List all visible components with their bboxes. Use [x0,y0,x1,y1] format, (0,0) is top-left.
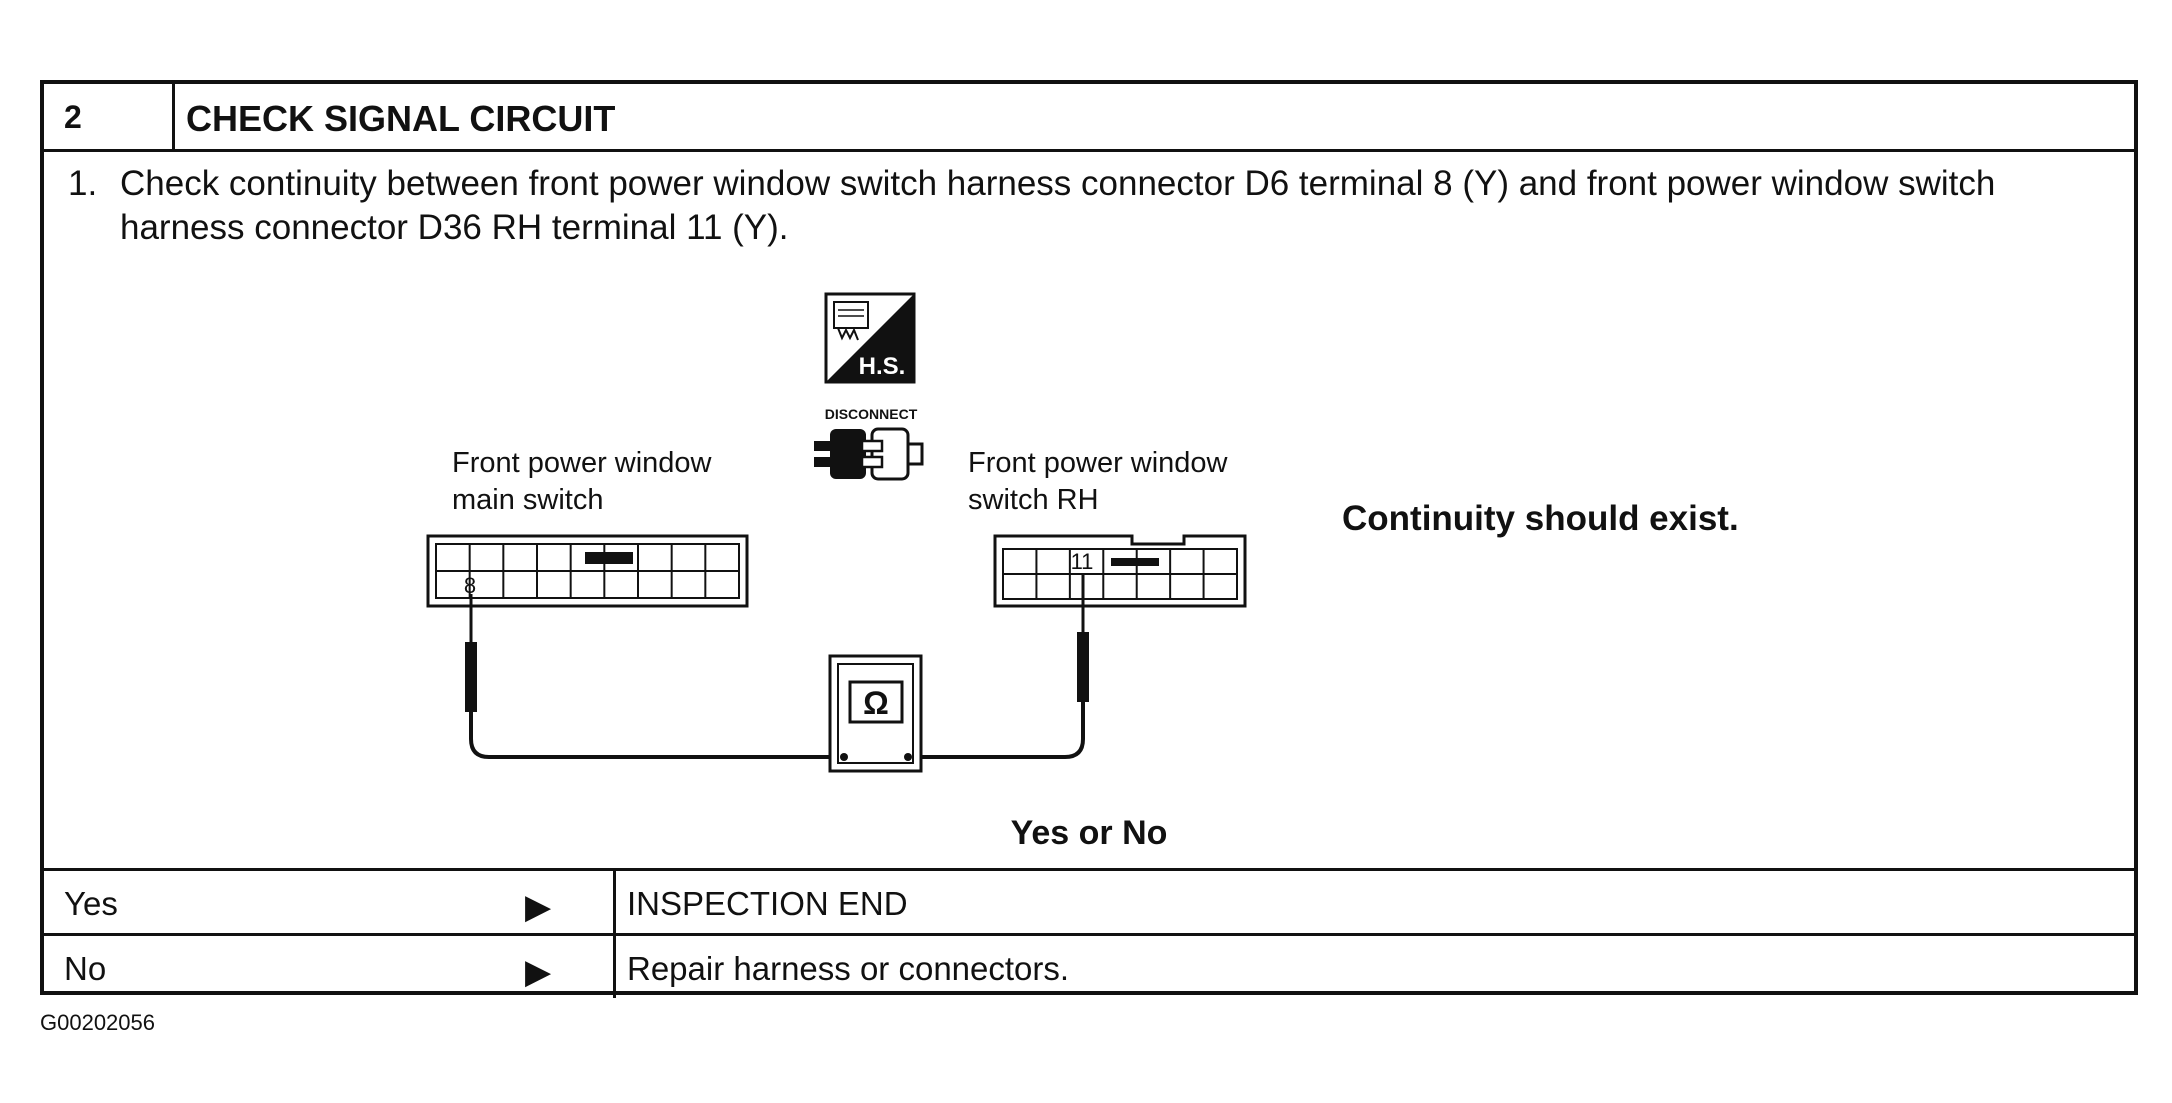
left-connector-label-1: Front power window [452,447,713,479]
arrow-right-icon: ▶ [525,888,552,926]
instruction-number: 1. [68,164,98,203]
outcome-result: Repair harness or connectors. [613,936,2142,998]
left-pin-label: 8 [464,573,476,598]
left-connector: 8 [426,534,749,608]
result-text: Continuity should exist. [1342,499,1739,538]
arrow-right-icon: ▶ [525,953,552,991]
right-connector: 11 [993,534,1247,608]
right-pin-label: 11 [1071,549,1094,574]
outcome-row-no: No ▶ Repair harness or connectors. [44,933,2134,998]
hs-icon: H.S. [824,292,916,384]
right-connector-label-1: Front power window [968,447,1229,479]
disconnect-label: DISCONNECT [825,406,918,422]
inspection-table: 2 CHECK SIGNAL CIRCUIT 1. Check continui… [40,80,2138,998]
circuit-diagram: H.S. DISCONNECT Front power window main … [426,292,1247,773]
question-label: Yes or No [1010,814,1168,852]
instruction-text: Check continuity between front power win… [120,164,1996,247]
outcome-label: Yes [64,885,118,922]
step-number: 2 [44,84,175,149]
ohmmeter-icon: Ω [828,654,923,773]
hs-label: H.S. [859,353,906,380]
step-title: CHECK SIGNAL CIRCUIT [186,98,616,139]
test-leads [465,574,1089,759]
outcome-label: No [64,950,107,987]
outcome-result: INSPECTION END [613,871,2142,933]
disconnect-icon: DISCONNECT [814,406,924,481]
step-header: 2 CHECK SIGNAL CIRCUIT [44,84,2134,152]
instruction: 1. Check continuity between front power … [68,162,2088,250]
left-connector-label-2: main switch [452,484,604,516]
right-connector-label-2: switch RH [968,484,1099,516]
outcome-row-yes: Yes ▶ INSPECTION END [44,868,2134,933]
figure-code: G00202056 [40,1010,155,1035]
meter-symbol: Ω [863,685,889,721]
